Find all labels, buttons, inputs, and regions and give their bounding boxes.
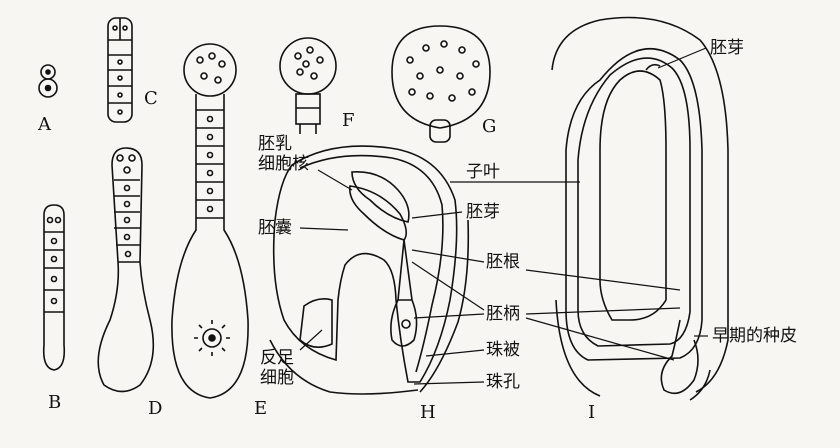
label-antipodal-cells: 反足 细胞	[260, 348, 294, 388]
label-stage-d: D	[148, 398, 163, 419]
label-stage-f: F	[342, 110, 355, 131]
label-early-seed-coat: 早期的种皮	[712, 326, 797, 346]
label-stage-i: I	[588, 402, 596, 423]
stage-d-drawing	[97, 147, 155, 393]
label-radicle: 胚根	[486, 252, 520, 272]
stage-i-drawing	[551, 16, 729, 401]
stage-b-drawing	[42, 204, 66, 371]
label-endosperm-nucleus: 胚乳 细胞核	[258, 134, 309, 174]
label-suspensor: 胚柄	[486, 304, 520, 324]
label-cotyledon: 子叶	[466, 162, 500, 182]
label-stage-h: H	[420, 402, 436, 423]
label-embryo-sac: 胚囊	[258, 218, 292, 238]
leader-plumule-h	[411, 211, 463, 219]
leader-plumule-i	[657, 47, 707, 69]
stage-h-drawing	[269, 145, 470, 395]
label-integument: 珠被	[486, 340, 520, 360]
leader-suspensor-i	[525, 307, 681, 315]
leader-suspensor-h2	[413, 313, 485, 319]
label-stage-b: B	[48, 392, 62, 413]
leader-radicle-h	[411, 249, 485, 263]
stage-g-drawing	[391, 25, 491, 143]
label-stage-a: A	[38, 114, 51, 135]
leader-embryo-sac	[299, 227, 349, 231]
label-micropyle: 珠孔	[486, 372, 520, 392]
leader-suspensor-i2	[525, 317, 675, 361]
stage-e-drawing	[171, 43, 249, 399]
label-plumule-i: 胚芽	[710, 38, 744, 58]
stage-a-drawing	[38, 64, 58, 98]
leader-suspensor-h	[411, 261, 485, 311]
leader-antipodal-cells	[299, 329, 323, 351]
leader-endosperm-nucleus	[317, 169, 353, 191]
leader-radicle-i	[525, 269, 681, 291]
leader-integument	[425, 349, 485, 357]
leader-micropyle	[413, 381, 485, 385]
label-stage-g: G	[482, 116, 497, 137]
stage-c-drawing	[107, 17, 133, 123]
label-plumule-h: 胚芽	[466, 202, 500, 222]
label-stage-c: C	[144, 88, 158, 109]
label-stage-e: E	[254, 398, 268, 419]
stage-f-drawing	[279, 37, 337, 134]
